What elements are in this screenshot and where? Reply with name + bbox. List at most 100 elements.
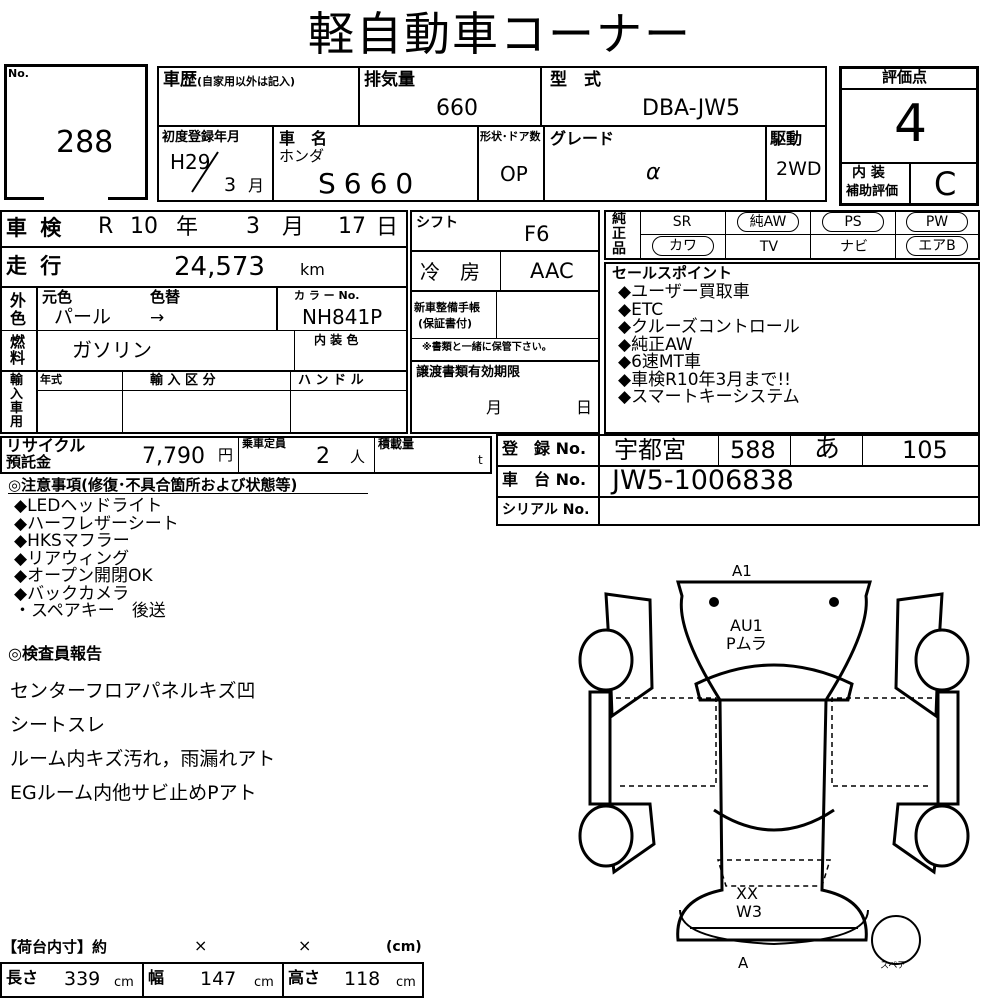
shape-value: OP <box>500 162 528 186</box>
cargo-label: 【荷台内寸】約 <box>2 938 108 956</box>
sales-points-label: セールスポイント <box>612 264 733 282</box>
cargo-height-unit: cm <box>396 975 416 990</box>
equip-tv: TV <box>759 239 779 255</box>
interior-label-1: 内 装 <box>852 165 885 181</box>
first-reg-label: 初度登録年月 <box>162 130 241 145</box>
import-handle-label: ハ ン ド ル <box>298 373 364 388</box>
sales-point-item: ◆車検R10年3月まで!! <box>618 369 791 390</box>
inspection-day-unit: 日 <box>376 215 399 240</box>
inspector-line: EGルーム内他サビ止めPアト <box>10 782 257 804</box>
equip-ps: PS <box>822 212 884 232</box>
chassis-label: 車 台 No. <box>502 470 587 489</box>
registration-region: 宇都宮 <box>614 436 686 464</box>
inspection-box <box>0 210 408 434</box>
cargo-unit: (cm) <box>386 939 422 955</box>
color-no-value: NH841P <box>302 305 383 329</box>
shift-box <box>410 210 600 434</box>
notes-label: ◎注意事項(修復･不具合箇所および状態等) <box>8 476 298 494</box>
cargo-height-label: 高さ <box>288 968 321 987</box>
lot-no-label: No. <box>8 67 29 80</box>
diagram-mark-front: A1 <box>732 562 752 580</box>
inspection-label: 車 検 <box>6 216 65 240</box>
exterior-label: 外色 <box>10 291 27 328</box>
score-label: 評価点 <box>882 68 928 86</box>
fuel-value: ガソリン <box>72 338 152 362</box>
equip-oem-aw: 純AW <box>737 212 799 232</box>
first-reg-month-unit: 月 <box>248 176 265 195</box>
inspector-line: シートスレ <box>10 714 106 736</box>
capacity-value: 2 <box>316 444 330 469</box>
cargo-height: 118 <box>344 968 381 990</box>
recycle-box <box>0 436 492 474</box>
note-item: ◆HKSマフラー <box>14 531 130 551</box>
registration-number: 105 <box>902 436 948 464</box>
import-label: 輸入車用 <box>10 373 24 430</box>
fuel-label: 燃料 <box>10 333 26 367</box>
inspector-line: ルーム内キズ汚れ，雨漏れアト <box>10 748 276 770</box>
interior-color-label: 内 装 色 <box>314 333 359 347</box>
recycle-value: 7,790 <box>142 444 205 469</box>
shape-label: 形状･ドア数 <box>480 130 541 143</box>
color-arrow: → <box>150 308 165 328</box>
inspection-year-unit: 年 <box>176 215 199 240</box>
equip-navi: ナビ <box>840 239 868 255</box>
equip-sr: SR <box>672 214 692 230</box>
sales-point-item: ◆純正AW <box>618 334 693 355</box>
sales-point-item: ◆スマートキーシステム <box>618 387 800 407</box>
cargo-x-1: × <box>194 936 208 955</box>
page-title: 軽自動車コーナー <box>308 7 692 61</box>
shift-value: F6 <box>524 222 550 246</box>
note-item: ◆リアウィング <box>14 548 130 569</box>
note-item: ◆ハーフレザーシート <box>14 513 179 534</box>
engine-value: 660 <box>436 96 478 121</box>
car-damage-diagram <box>578 580 970 965</box>
score-value: 4 <box>894 94 928 154</box>
maintenance-label-1: 新車整備手帳 <box>414 301 480 314</box>
car-maker: ホンダ <box>279 147 325 165</box>
color-no-label: カ ラ ー No. <box>294 289 360 302</box>
transfer-label: 譲渡書類有効期限 <box>416 365 521 380</box>
cargo-length: 339 <box>64 968 101 990</box>
car-name-label: 車 名 <box>279 129 328 148</box>
engine-label: 排気量 <box>364 70 415 90</box>
drive-value: 2WD <box>776 158 822 180</box>
import-category-label: 輸 入 区 分 <box>150 373 216 388</box>
spare-label: スペア <box>880 961 907 971</box>
inspection-month: 3 <box>246 214 260 239</box>
lot-number: 288 <box>56 125 114 160</box>
aircon-label: 冷 房 <box>420 260 480 284</box>
note-item: ◆バックカメラ <box>14 583 130 604</box>
cargo-width: 147 <box>200 968 237 990</box>
sales-point-item: ◆6速MT車 <box>618 352 701 372</box>
slash-divider <box>191 151 219 193</box>
inspection-era: R <box>98 214 114 239</box>
load-unit: t <box>478 453 483 467</box>
car-name-value: S660 <box>318 167 422 200</box>
cargo-length-label: 長さ <box>6 968 39 987</box>
capacity-label: 乗車定員 <box>242 437 286 450</box>
equipment-label: 純正品 <box>612 211 626 257</box>
equip-pw: PW <box>906 212 968 232</box>
mileage-label: 走 行 <box>6 254 65 278</box>
inspection-month-unit: 月 <box>282 215 305 240</box>
grade-label: グレード <box>550 129 615 148</box>
transfer-month-unit: 月 <box>486 398 503 417</box>
cargo-x-2: × <box>298 936 312 955</box>
diagram-mark-roof-1: AU1 <box>730 616 763 635</box>
sales-point-item: ◆ETC <box>618 299 664 320</box>
aircon-value: AAC <box>530 259 574 283</box>
inspection-year: 10 <box>130 214 158 239</box>
first-reg-month: 3 <box>224 174 237 196</box>
recycle-label-1: リサイクル <box>6 436 86 455</box>
chassis-value: JW5-1006838 <box>612 465 794 496</box>
diagram-mark-rear-1: XX <box>736 884 758 903</box>
registration-kana: あ <box>814 434 841 464</box>
registration-box <box>496 434 980 526</box>
import-year-label: 年式 <box>40 373 62 386</box>
drive-label: 駆動 <box>770 129 803 148</box>
inspector-line: センターフロアパネルキズ凹 <box>10 680 256 702</box>
recycle-label-2: 預託金 <box>6 453 52 471</box>
diagram-mark-rear-bottom: A <box>738 954 749 972</box>
sales-point-item: ◆ユーザー買取車 <box>618 282 750 302</box>
equipment-grid <box>604 210 980 260</box>
